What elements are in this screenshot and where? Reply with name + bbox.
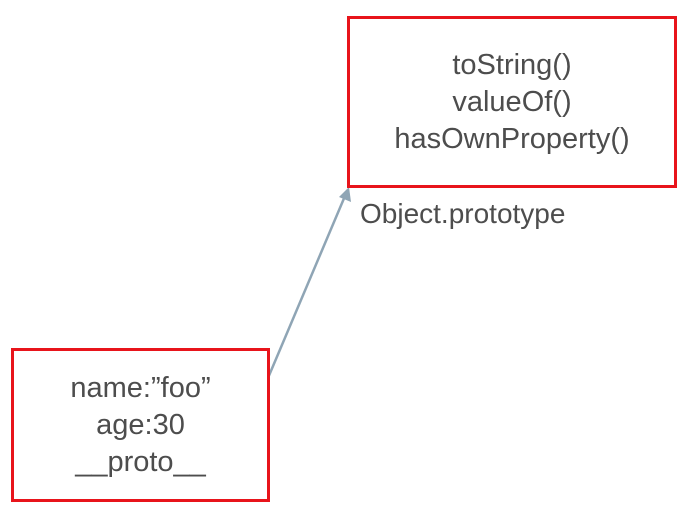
property-age: age:30	[96, 408, 185, 441]
method-valueof: valueOf()	[452, 85, 572, 118]
method-tostring: toString()	[452, 48, 572, 81]
object-prototype-box: toString() valueOf() hasOwnProperty()	[347, 16, 677, 188]
property-proto: __proto__	[75, 445, 206, 478]
method-hasownproperty: hasOwnProperty()	[394, 122, 630, 155]
object-instance-box: name:”foo” age:30 __proto__	[11, 348, 270, 502]
arrow-head	[339, 187, 351, 202]
object-prototype-label: Object.prototype	[360, 198, 566, 229]
property-name: name:”foo”	[70, 371, 211, 404]
